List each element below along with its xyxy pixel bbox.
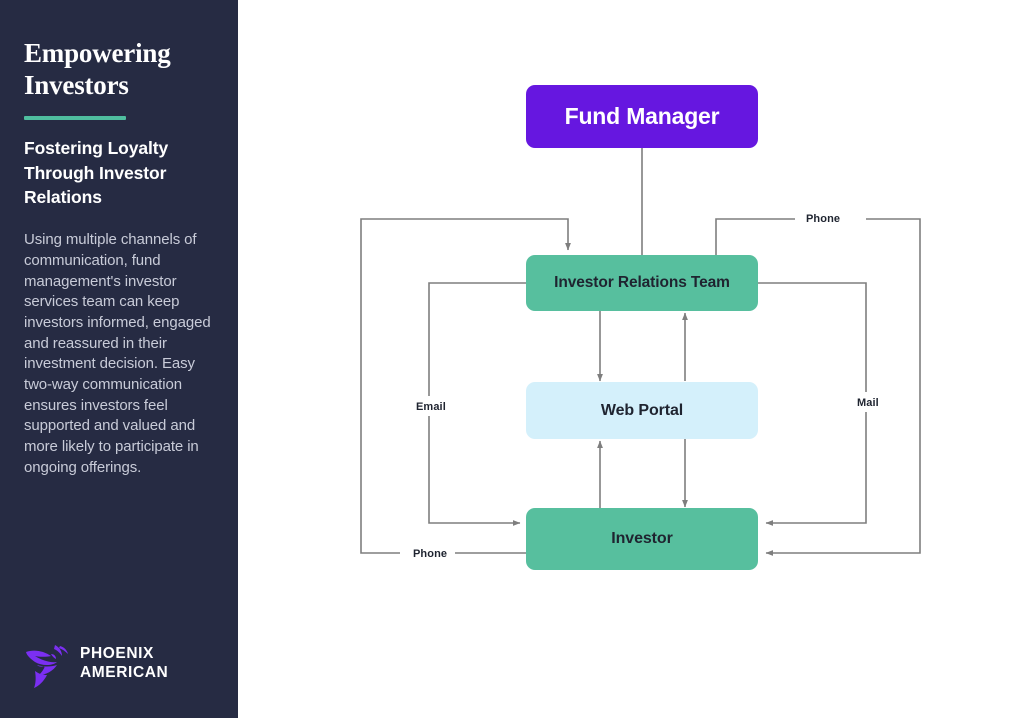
node-fund-manager[interactable]: Fund Manager (526, 85, 758, 148)
edge-mail-upper (758, 282, 867, 392)
node-fund-manager-label: Fund Manager (564, 103, 720, 129)
edge-phone-top-right-seg (765, 218, 921, 556)
node-web-portal[interactable]: Web Portal (526, 382, 758, 439)
brand-line-2: AMERICAN (80, 664, 169, 681)
node-investor-relations-team[interactable]: Investor Relations Team (526, 255, 758, 311)
node-web-portal-label: Web Portal (600, 401, 684, 419)
edge-mail-lower (765, 412, 867, 526)
brand-logo-text: PHOENIX AMERICAN (80, 645, 168, 683)
node-investor[interactable]: Investor (526, 508, 758, 570)
edge-email-upper (428, 282, 526, 396)
node-investor-relations-team-label: Investor Relations Team (554, 274, 730, 291)
node-investor-label: Investor (611, 530, 673, 547)
page-title: Empowering Investors (24, 38, 171, 100)
edge-label-mail: Mail (852, 395, 884, 411)
phoenix-bird-icon (26, 645, 68, 688)
edge-label-phone-left: Phone (408, 546, 453, 562)
edge-label-phone-top: Phone (801, 211, 846, 227)
edge-phone-left (360, 218, 571, 554)
brand-logo: PHOENIX AMERICAN (24, 638, 168, 690)
page-subtitle: Fostering Loyalty Through Investor Relat… (24, 137, 169, 208)
edge-label-email: Email (411, 399, 451, 415)
title-divider (24, 115, 126, 120)
body-paragraph: Using multiple channels of communication… (24, 231, 211, 476)
edge-phone-top-left-seg (715, 218, 795, 255)
sidebar: Empowering Investors Fostering Loyalty T… (0, 0, 238, 718)
brand-line-1: PHOENIX (80, 645, 154, 663)
edge-email-lower (428, 416, 521, 527)
